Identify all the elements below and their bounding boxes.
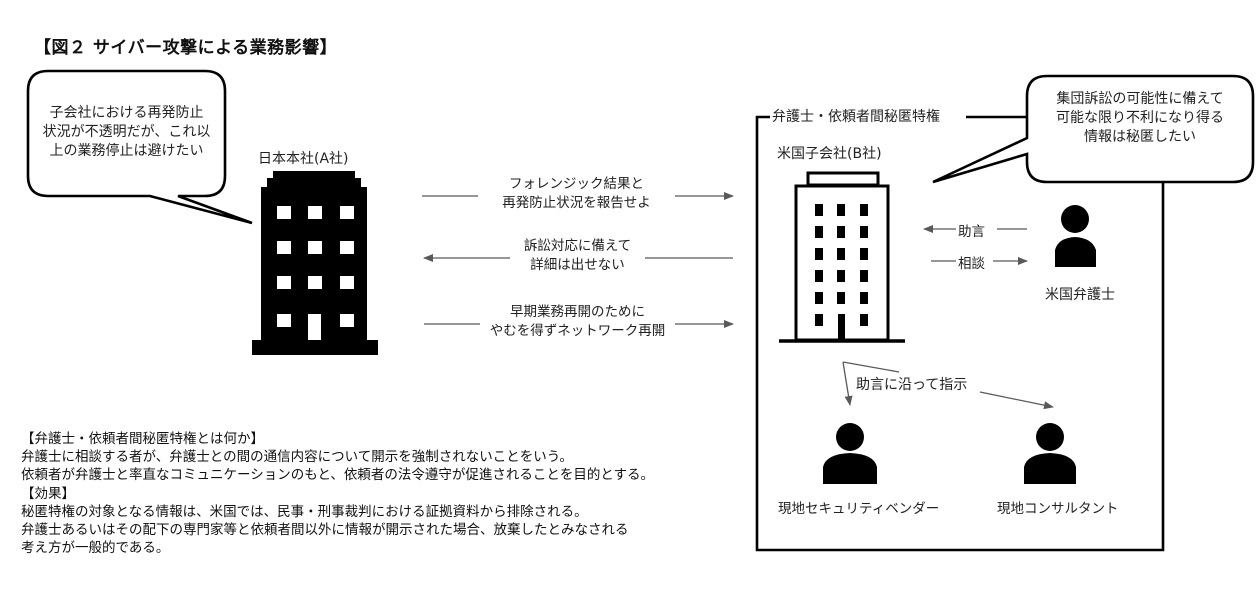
privilege-frame-label: 弁護士・依頼者間秘匿特権	[770, 106, 942, 126]
advice-label: 助言	[958, 224, 985, 240]
security-vendor-label: 現地セキュリティベンダー	[778, 501, 940, 517]
notes-line: 考え方が一般的である。	[21, 540, 170, 557]
instruction-arrows	[842, 361, 1054, 410]
flow-label-line: やむを得ずネットワーク再開	[489, 323, 666, 339]
consult-label: 相談	[958, 256, 985, 272]
speech-bubble-japan-hq	[26, 69, 253, 225]
flow-label-line: 訴訟対応に備えて	[523, 238, 632, 254]
person-icon-security-vendor	[823, 423, 877, 484]
speech-line: 情報は秘匿したい	[1084, 129, 1196, 145]
flow-label-line: フォレンジック結果と	[509, 176, 644, 192]
consultant-label: 現地コンサルタント	[997, 501, 1119, 517]
japan-hq-label: 日本本社(A社)	[258, 151, 349, 167]
us-subsidiary-label: 米国子会社(B社)	[777, 146, 882, 162]
speech-line: 上の業務停止は避けたい	[49, 143, 204, 159]
speech-line: 可能な限り不利になり得る	[1056, 110, 1224, 126]
speech-text-us-subsidiary: 集団訴訟の可能性に備えて 可能な限り不利になり得る 情報は秘匿したい	[1027, 90, 1253, 147]
flow-label-cannot-disclose: 訴訟対応に備えて 詳細は出せない	[510, 237, 645, 275]
building-icon-japan-hq	[252, 171, 378, 355]
instruction-label: 助言に沿って指示	[856, 377, 968, 393]
notes-line: 弁護士あるいはその配下の専門家等と依頼者間以外に情報が開示された場合、放棄したと…	[21, 522, 629, 539]
notes-line: 弁護士に相談する者が、弁護士との間の通信内容について開示を強制されないことをいう…	[21, 449, 573, 466]
flow-label-line: 再発防止状況を報告せよ	[502, 195, 651, 211]
speech-line: 子会社における再発防止	[49, 105, 204, 121]
notes-line: 依頼者が弁護士と率直なコミュニケーションのもと、依頼者の法令遵守が促進されること…	[21, 467, 655, 484]
person-icon-us-lawyer	[1055, 205, 1096, 267]
notes-heading-effect: 【効果】	[21, 485, 75, 502]
us-lawyer-label: 米国弁護士	[1045, 287, 1115, 303]
flow-label-line: 詳細は出せない	[530, 257, 625, 273]
flow-label-report-request: フォレンジック結果と 再発防止状況を報告せよ	[478, 175, 675, 213]
speech-line: 状況が不透明だが、これ以	[42, 124, 211, 140]
speech-text-japan-hq: 子会社における再発防止 状況が不透明だが、これ以 上の業務停止は避けたい	[28, 104, 225, 161]
notes-heading-privilege: 【弁護士・依頼者間秘匿特権とは何か】	[21, 431, 264, 447]
figure-title: 【図２ サイバー攻撃による業務影響】	[34, 38, 338, 58]
speech-line: 集団訴訟の可能性に備えて	[1056, 91, 1224, 107]
person-icon-consultant	[1024, 423, 1076, 484]
privilege-frame	[755, 115, 1165, 552]
flow-label-line: 早期業務再開のために	[510, 304, 645, 320]
flow-label-network-restart: 早期業務再開のために やむを得ずネットワーク再開	[480, 303, 675, 341]
speech-bubble-us-subsidiary	[932, 74, 1255, 184]
notes-block: 【弁護士・依頼者間秘匿特権とは何か】 弁護士に相談する者が、弁護士との間の通信内…	[21, 430, 654, 557]
building-icon-us-subsidiary	[779, 171, 905, 343]
notes-line: 秘匿特権の対象となる情報は、米国では、民事・刑事裁判における証拠資料から排除され…	[21, 503, 588, 520]
